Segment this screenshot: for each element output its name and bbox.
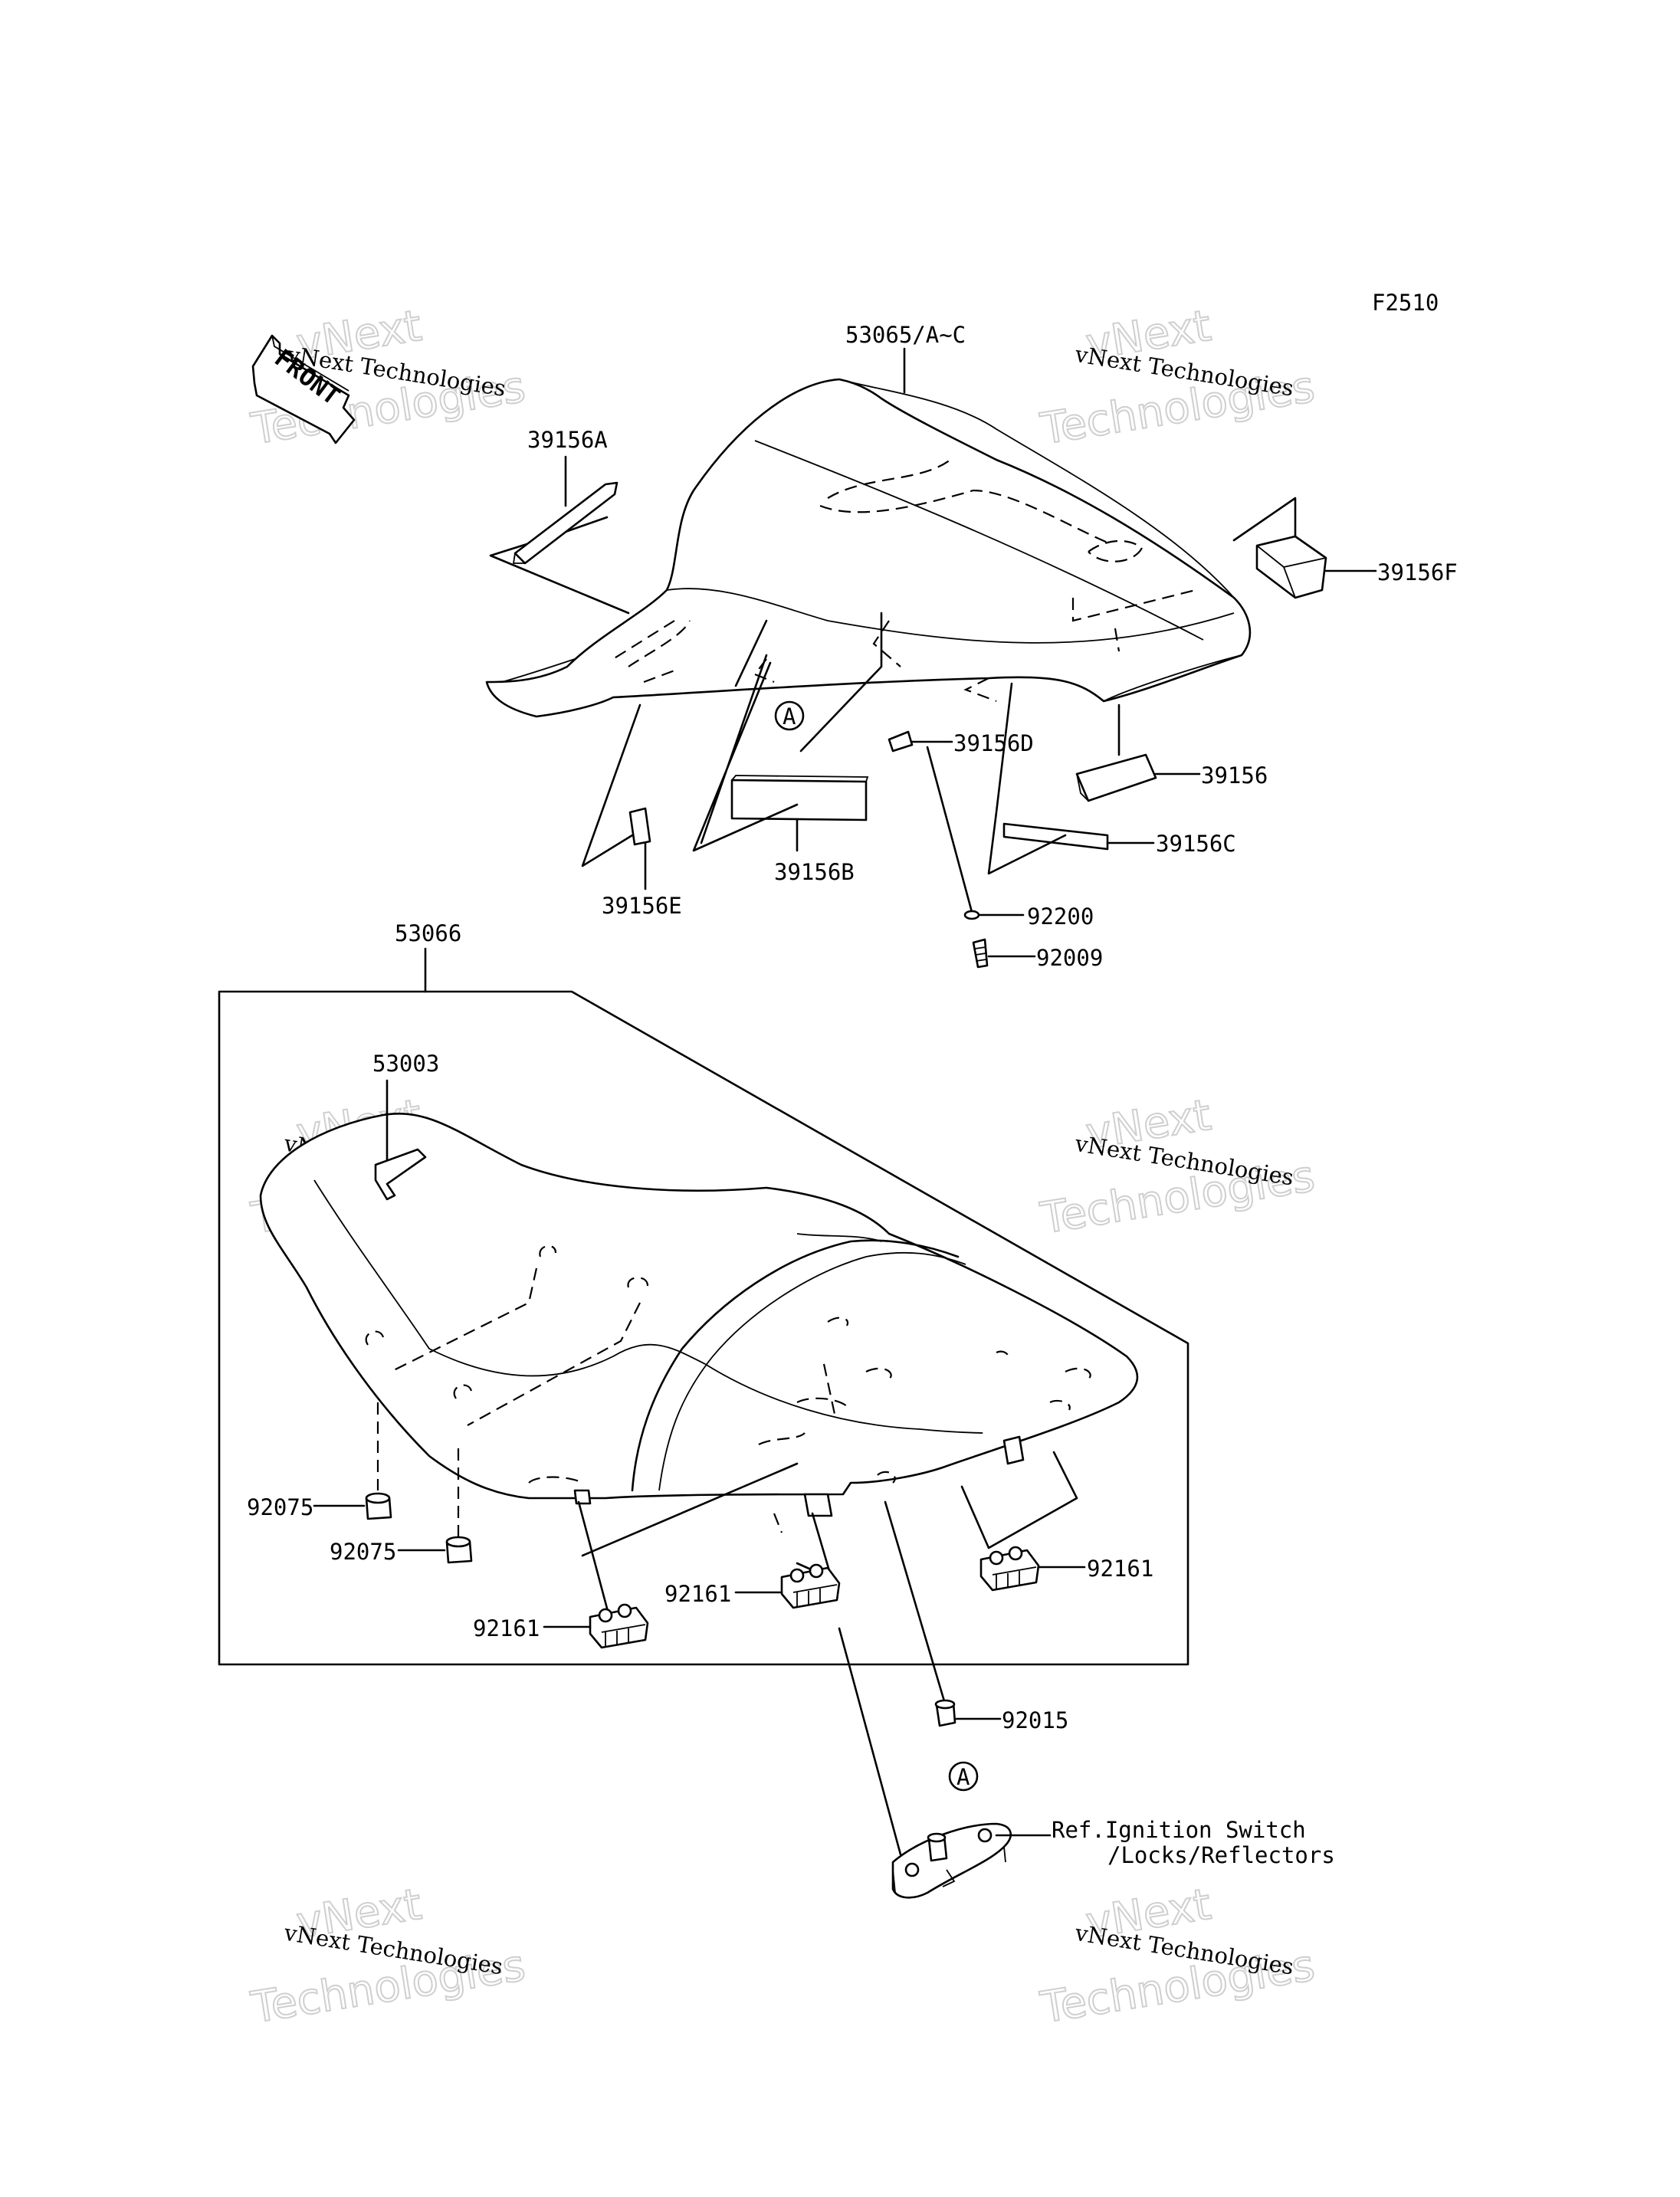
figure-code: F2510 [1372, 290, 1439, 316]
bracket-92161-b [780, 1563, 841, 1609]
emblem-53003 [374, 1148, 427, 1201]
label-39156d: 39156D [953, 730, 1034, 756]
label-53065: 53065/A~C [845, 322, 966, 348]
leader-pad-c [987, 682, 1067, 875]
label-39156f: 39156F [1377, 559, 1458, 585]
seat [259, 1113, 1139, 1533]
label-92015: 92015 [1002, 1707, 1068, 1733]
ignition-lock-plate [891, 1822, 1012, 1899]
pad-39156d [888, 730, 914, 753]
pad-39156 [1075, 753, 1157, 802]
leader-bracket-c [960, 1451, 1078, 1549]
washer-92200 [963, 910, 980, 920]
leader-pad-e [581, 703, 641, 867]
leader-pad-b [692, 654, 799, 852]
ref-ignition-line2: /Locks/Reflectors [1107, 1842, 1335, 1868]
label-92200: 92200 [1027, 903, 1094, 930]
damper-92075-a [365, 1492, 392, 1520]
pad-39156f [1255, 535, 1327, 599]
collar-92015 [934, 1699, 956, 1727]
bolt-92009 [972, 938, 989, 969]
leader-bracket-a [577, 1462, 799, 1618]
label-39156: 39156 [1201, 762, 1268, 789]
label-92161-b: 92161 [664, 1581, 731, 1607]
seat-cover [485, 378, 1252, 718]
label-39156c: 39156C [1156, 831, 1236, 857]
label-53003: 53003 [372, 1051, 439, 1077]
ref-circle-a-bottom: A [948, 1761, 979, 1792]
pad-39156c [1002, 822, 1109, 851]
pad-39156a [512, 481, 619, 565]
bracket-92161-a [589, 1603, 649, 1649]
label-92161-c: 92161 [1087, 1556, 1153, 1582]
ref-ignition-line1: Ref.Ignition Switch [1052, 1817, 1306, 1843]
label-39156a: 39156A [527, 427, 608, 453]
label-92161-a: 92161 [473, 1615, 540, 1641]
bracket-92161-c [979, 1546, 1040, 1592]
pad-39156e [628, 807, 651, 846]
label-92009: 92009 [1036, 945, 1103, 971]
seat-assembly-frame [218, 990, 1189, 1666]
label-53066: 53066 [395, 920, 461, 946]
svg-text:A: A [783, 703, 796, 730]
leader-pad-f [1232, 497, 1297, 542]
pad-39156b [730, 775, 869, 821]
label-39156e: 39156E [602, 893, 682, 919]
label-39156b: 39156B [774, 859, 855, 885]
ref-circle-a-top: A [774, 700, 805, 731]
damper-92075-b [445, 1536, 473, 1564]
leader-circle-a [734, 612, 883, 753]
label-92075-b: 92075 [330, 1539, 396, 1565]
label-92075-a: 92075 [247, 1494, 313, 1520]
svg-text:A: A [956, 1764, 970, 1790]
